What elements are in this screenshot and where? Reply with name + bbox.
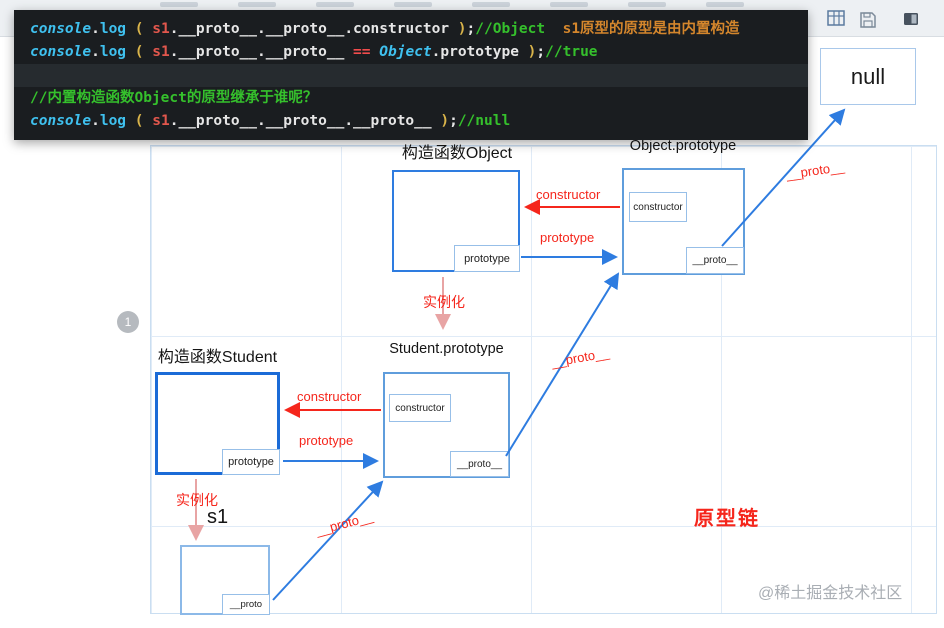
student-prototype-title[interactable]: Student.prototype: [389, 341, 504, 357]
toolbar-item-partial[interactable]: [238, 2, 276, 7]
toolbar-item-partial[interactable]: [706, 2, 744, 7]
code-token: //true: [545, 44, 598, 60]
code-token: //null: [457, 113, 511, 129]
code-token: console: [30, 21, 92, 37]
code-token: ;: [466, 21, 476, 37]
s1-proto-slot[interactable]: __proto: [222, 594, 270, 615]
student-constructor-title[interactable]: 构造函数Student: [157, 349, 278, 366]
code-token: log: [99, 44, 127, 60]
object-prototype-title[interactable]: Object.prototype: [629, 138, 737, 154]
code-token: //Object: [475, 21, 546, 37]
code-token: .__proto__.__proto__.constructor: [169, 21, 450, 37]
s1-title[interactable]: s1: [207, 506, 229, 528]
watermark: @稀土掘金技术社区: [758, 585, 903, 602]
code-token: log: [99, 113, 127, 129]
label-student-prototype-arrow[interactable]: prototype: [299, 433, 354, 448]
toolbar-item-partial[interactable]: [316, 2, 354, 7]
code-line: console.log ( s1.__proto__.__proto__.con…: [14, 18, 808, 41]
student-constructor-prototype-slot[interactable]: prototype: [222, 449, 280, 475]
code-token: ==: [353, 44, 380, 60]
code-line: console.log ( s1.__proto__.__proto__ == …: [14, 41, 808, 64]
toolbar-item-partial[interactable]: [160, 2, 198, 7]
code-line: //内置构造函数Object的原型继承于谁呢？: [14, 87, 808, 110]
code-line: console.log ( s1.__proto__.__proto__.__p…: [14, 110, 808, 133]
panel-icon[interactable]: [902, 10, 920, 33]
table-icon[interactable]: [826, 8, 846, 33]
student-prototype-constructor-slot[interactable]: constructor: [389, 394, 451, 422]
prototype-chain-label: 原型链: [694, 508, 760, 530]
toolbar-item-partial[interactable]: [550, 2, 588, 7]
student-prototype-box[interactable]: constructor __proto__: [383, 372, 510, 478]
object-prototype-box[interactable]: constructor __proto__: [622, 168, 745, 275]
page-number-badge[interactable]: 1: [117, 311, 139, 333]
code-token: ): [518, 44, 537, 60]
code-token: .: [91, 21, 100, 37]
label-instantiate-object[interactable]: 实例化: [423, 294, 465, 310]
s1-box[interactable]: __proto: [180, 545, 270, 615]
code-token: (: [126, 21, 153, 37]
label-instantiate-student[interactable]: 实例化: [176, 492, 218, 508]
student-constructor-box[interactable]: prototype: [155, 372, 280, 475]
code-token: (: [126, 113, 153, 129]
code-lines: console.log ( s1.__proto__.__proto__.con…: [14, 18, 808, 133]
code-token: ): [431, 113, 450, 129]
student-prototype-proto-slot[interactable]: __proto__: [450, 451, 509, 477]
code-token: s1: [152, 44, 170, 60]
code-token: s1原型的原型是由内置构造: [545, 21, 740, 37]
object-constructor-box[interactable]: prototype: [392, 170, 520, 272]
code-token: Object: [379, 44, 432, 60]
code-token: console: [30, 44, 92, 60]
code-token: .: [91, 113, 100, 129]
toolbar-item-partial[interactable]: [628, 2, 666, 7]
code-token: ;: [449, 113, 458, 129]
code-token: ;: [536, 44, 546, 60]
object-constructor-prototype-slot[interactable]: prototype: [454, 245, 520, 272]
code-token: console: [30, 113, 92, 129]
object-prototype-constructor-slot[interactable]: constructor: [629, 192, 687, 222]
object-prototype-proto-slot[interactable]: __proto__: [686, 247, 744, 274]
code-token: .__proto__.__proto__.__proto__: [169, 113, 432, 129]
code-token: .prototype: [431, 44, 519, 60]
code-token: ): [449, 21, 467, 37]
label-student-constructor-arrow[interactable]: constructor: [297, 389, 362, 404]
code-line: [14, 64, 808, 87]
save-icon[interactable]: [858, 10, 878, 35]
code-token: log: [99, 21, 127, 37]
code-token: .: [91, 44, 100, 60]
code-token: //内置构造函数Object的原型继承于谁呢？: [30, 90, 318, 106]
code-panel[interactable]: console.log ( s1.__proto__.__proto__.con…: [14, 10, 808, 140]
label-object-prototype-arrow[interactable]: prototype: [540, 230, 595, 245]
label-object-constructor-arrow[interactable]: constructor: [536, 187, 601, 202]
object-constructor-title[interactable]: 构造函数Object: [401, 145, 513, 162]
toolbar-item-partial[interactable]: [472, 2, 510, 7]
code-token: s1: [152, 21, 170, 37]
code-token: .__proto__.__proto__: [169, 44, 354, 60]
code-token: (: [126, 44, 153, 60]
toolbar-item-partial[interactable]: [394, 2, 432, 7]
null-box[interactable]: null: [820, 48, 916, 105]
code-token: s1: [152, 113, 170, 129]
